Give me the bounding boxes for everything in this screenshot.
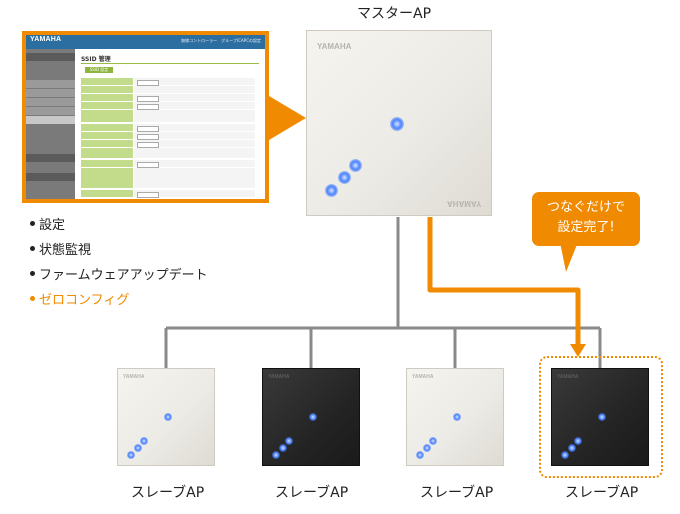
screenshot-header-bar: YAMAHA 無線コントローラー グループ/CAPCの設定 [26,35,265,49]
screenshot-main-pane: SSID 管理 SSID 設定 [75,49,265,199]
screenshot-form-row [81,124,255,132]
slave-led-icon [568,444,576,452]
slave-led-icon [140,437,148,445]
screenshot-form-row [81,102,255,110]
screenshot-sidebar-row [26,173,75,181]
screenshot-sidebar-row [26,107,75,115]
highlight-dotted-box [539,356,663,478]
screenshot-form-row [81,168,255,188]
slave-ap-label: スレーブAP [131,485,205,501]
callout-tail [560,242,578,272]
screenshot-sidebar-row [26,53,75,61]
screenshot-sidebar-row [26,80,75,88]
slave-ap-logo: YAMAHA [557,374,579,380]
slave-ap-logo: YAMAHA [268,374,290,380]
slave-ap-device: YAMAHA [117,368,215,466]
slave-led-icon [561,451,569,459]
feature-item: 設定 [30,213,208,238]
slave-led-icon [164,413,172,421]
master-ap-bottom-logo: YAMAHA [446,199,481,208]
slave-led-icon [598,413,606,421]
slave-ap-device: YAMAHA [551,368,649,466]
slave-led-icon [279,444,287,452]
slave-ap-logo: YAMAHA [412,374,434,380]
slave-ap-label: スレーブAP [420,485,494,501]
master-ap-device: YAMAHA YAMAHA [306,30,492,216]
callout-bubble: つなぐだけで 設定完了! [532,192,640,246]
slave-led-icon [134,444,142,452]
master-ap-label: マスターAP [357,6,432,22]
config-path-line [427,217,581,348]
master-led-icon [325,184,338,197]
bullet-icon [30,296,35,301]
screenshot-sidebar-row [26,62,75,70]
screenshot-sidebar-row [26,116,75,124]
bullet-icon [30,271,35,276]
screenshot-sidebar-row [26,98,75,106]
callout-line-2: 設定完了! [557,220,615,235]
screenshot-form-row [81,148,255,158]
screenshot-form-row [81,140,255,148]
slave-led-icon [285,437,293,445]
feature-item-highlighted: ゼロコンフィグ [30,288,208,313]
screenshot-form-row [81,132,255,140]
slave-ap-label: スレーブAP [275,485,349,501]
slave-led-icon [453,413,461,421]
screenshot-pointer [269,96,306,140]
screenshot-sidebar-row [26,89,75,97]
slave-led-icon [309,413,317,421]
screenshot-sidebar-row [26,163,75,171]
slave-led-icon [574,437,582,445]
master-ap-logo: YAMAHA [317,42,352,51]
screenshot-sidebar [26,49,75,199]
screenshot-form-row [81,94,255,102]
screenshot-sidebar-row [26,135,75,143]
slave-ap-label: スレーブAP [565,485,639,501]
slave-led-icon [429,437,437,445]
screenshot-page-title: SSID 管理 [81,56,111,63]
master-led-icon [349,159,362,172]
slave-ap-device: YAMAHA [262,368,360,466]
slave-ap-logo: YAMAHA [123,374,145,380]
management-screenshot: YAMAHA 無線コントローラー グループ/CAPCの設定 SSID 管理 SS… [22,31,269,203]
bullet-icon [30,246,35,251]
bullet-icon [30,221,35,226]
slave-ap-device: YAMAHA [406,368,504,466]
feature-item: 状態監視 [30,238,208,263]
screenshot-tab: SSID 設定 [85,67,113,73]
screenshot-sidebar-row [26,126,75,134]
screenshot-sidebar-row [26,154,75,162]
screenshot-header-text: 無線コントローラー グループ/CAPCの設定 [181,38,261,43]
slave-led-icon [416,451,424,459]
callout-line-1: つなぐだけで [546,200,625,215]
slave-led-icon [127,451,135,459]
screenshot-sidebar-row [26,71,75,79]
slave-led-icon [272,451,280,459]
feature-item: ファームウェアアップデート [30,263,208,288]
screenshot-form-row [81,160,255,168]
screenshot-sidebar-row [26,144,75,152]
screenshot-form-row [81,78,255,86]
screenshot-form-row [81,190,255,198]
screenshot-form-row [81,110,255,122]
master-led-icon [390,117,404,131]
screenshot-form-row [81,86,255,93]
feature-list: 設定 状態監視 ファームウェアアップデート ゼロコンフィグ [30,213,208,313]
slave-led-icon [423,444,431,452]
master-led-icon [338,171,351,184]
screenshot-logo: YAMAHA [30,36,62,43]
config-path-arrowhead [570,344,586,357]
screenshot-title-rule [81,63,259,64]
